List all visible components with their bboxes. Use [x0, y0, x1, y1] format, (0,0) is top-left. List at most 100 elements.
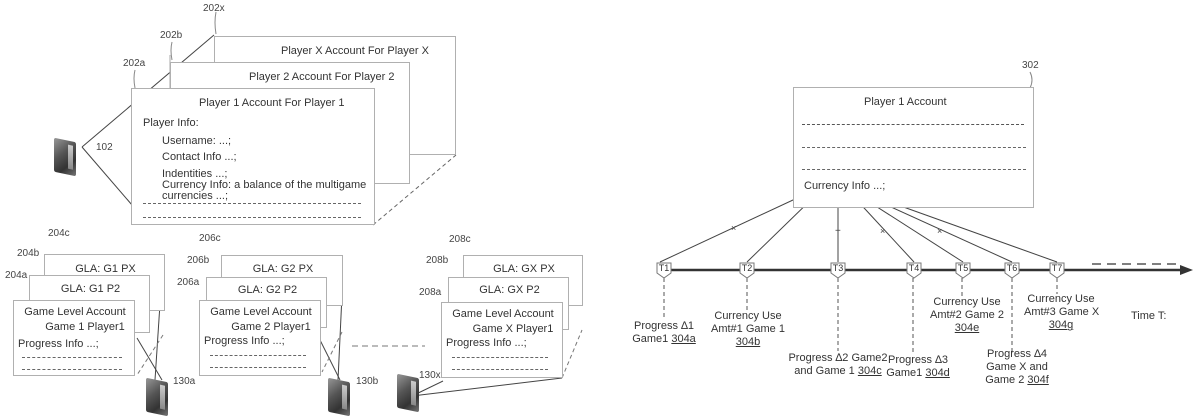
gla-game2-player1: Game Level Account Game 2 Player1 Progre… — [199, 300, 321, 376]
connector-130b — [338, 295, 342, 380]
server-icon — [146, 378, 168, 417]
event-304a: Progress ∆1 Game1 304a — [624, 320, 704, 346]
player-2-account-title: Player 2 Account For Player 2 — [249, 71, 395, 84]
gla-title: Game Level Account — [442, 308, 564, 321]
leader-202x — [215, 12, 216, 34]
event-304b: Currency Use Amt#1 Game 1 304b — [706, 310, 790, 350]
ref-202a: 202a — [123, 58, 145, 69]
event-line: Progress ∆3 — [883, 354, 953, 367]
time-marker-t7: T7 — [1049, 262, 1065, 277]
placeholder-line — [210, 355, 306, 356]
gla-subtitle: Game 2 Player1 — [210, 321, 332, 334]
placeholder-line — [452, 369, 548, 370]
ref-206b: 206b — [187, 255, 209, 266]
cross-tick: + — [835, 226, 841, 237]
ref-102: 102 — [96, 142, 113, 153]
progress-info: Progress Info ...; — [446, 337, 527, 350]
gla-g1-p2-title: GLA: G1 P2 — [30, 283, 151, 296]
ref-206a: 206a — [177, 277, 199, 288]
gla-title: Game Level Account — [200, 306, 322, 319]
gla-subtitle: Game X Player1 — [452, 323, 574, 336]
ref-130x: 130x — [419, 370, 441, 381]
gla-g2-p2-title: GLA: G2 P2 — [207, 284, 328, 297]
time-marker-t4: T4 — [906, 262, 922, 277]
placeholder-line — [143, 217, 361, 218]
ref-204b: 204b — [17, 248, 39, 259]
cross-tick: × — [731, 223, 736, 233]
time-marker-t3: T3 — [830, 262, 846, 277]
time-marker-t5: T5 — [955, 262, 971, 277]
connector-130b — [320, 340, 340, 380]
ref-202b: 202b — [160, 30, 182, 41]
event-line: Game1 — [886, 367, 922, 379]
server-icon — [328, 378, 350, 417]
ref-208c: 208c — [449, 234, 471, 245]
ref-204c: 204c — [48, 228, 70, 239]
contact-info-field: Contact Info ...; — [162, 151, 237, 164]
gla-gx-px-title: GLA: GX PX — [464, 263, 584, 276]
placeholder-line — [22, 369, 122, 370]
event-304f: Progress ∆4 Game X and Game 2 304f — [985, 348, 1049, 388]
stack-edge — [562, 330, 582, 378]
ref-208a: 208a — [419, 287, 441, 298]
event-304c: Progress ∆2 Game2 and Game 1 304c — [783, 352, 893, 378]
time-marker-t1: T1 — [656, 262, 672, 277]
player-info-label: Player Info: — [143, 117, 199, 130]
player-1-account: Player 1 Account For Player 1 Player Inf… — [131, 88, 375, 225]
ref-304d: 304d — [925, 367, 949, 379]
currency-info: Currency Info ...; — [804, 180, 885, 193]
gla-subtitle: Game 1 Player1 — [24, 321, 146, 334]
ref-302: 302 — [1022, 60, 1039, 71]
time-marker-label: T5 — [955, 263, 971, 273]
gla-gx-p2-title: GLA: GX P2 — [449, 284, 570, 297]
ref-206c: 206c — [199, 233, 221, 244]
gla-title: Game Level Account — [14, 306, 136, 319]
event-line: Currency Use — [706, 310, 790, 323]
time-axis-arrow — [1180, 265, 1193, 275]
ref-304f: 304f — [1027, 374, 1048, 386]
time-marker-label: T6 — [1004, 263, 1020, 273]
event-304e: Currency Use Amt#2 Game 2 304e — [930, 296, 1004, 336]
ref-304e: 304e — [930, 322, 1004, 335]
ref-304b: 304b — [706, 336, 790, 349]
time-marker-label: T4 — [906, 263, 922, 273]
cross-tick: × — [880, 226, 885, 236]
ref-130b: 130b — [356, 376, 378, 387]
event-304d: Progress ∆3 Game1 304d — [883, 354, 953, 380]
time-axis-label: Time T: — [1131, 310, 1166, 323]
gla-game1-player1: Game Level Account Game 1 Player1 Progre… — [13, 300, 135, 376]
placeholder-line — [802, 147, 1026, 148]
currency-info-field-cont: currencies ...; — [162, 190, 228, 203]
event-line: Amt#2 Game 2 — [930, 309, 1004, 322]
cross-tick: × — [937, 226, 942, 236]
event-line: Amt#3 Game X — [1024, 306, 1098, 319]
account-title: Player 1 Account — [864, 96, 947, 109]
player-x-account-title: Player X Account For Player X — [281, 45, 429, 58]
event-line: Progress ∆1 — [624, 320, 704, 333]
connector-102-202a — [82, 147, 132, 205]
ref-304a: 304a — [671, 333, 695, 345]
leader-202a — [134, 70, 135, 88]
ref-304g: 304g — [1024, 319, 1098, 332]
event-line: Game X and — [985, 361, 1049, 374]
player-1-account-title: Player 1 Account For Player 1 — [199, 97, 345, 110]
event-line: Currency Use — [1024, 293, 1098, 306]
time-marker-t6: T6 — [1004, 262, 1020, 277]
time-marker-label: T7 — [1049, 263, 1065, 273]
username-field: Username: ...; — [162, 135, 231, 148]
placeholder-line — [452, 357, 548, 358]
time-marker-label: T3 — [830, 263, 846, 273]
player-1-account-302: Player 1 Account Currency Info ...; — [793, 87, 1034, 208]
server-icon — [397, 374, 419, 413]
event-line: Amt#1 Game 1 — [706, 323, 790, 336]
placeholder-line — [143, 203, 361, 204]
server-icon — [54, 138, 76, 177]
leader-302 — [1030, 72, 1032, 88]
leader-202b — [171, 42, 172, 60]
progress-info: Progress Info ...; — [18, 338, 99, 351]
placeholder-line — [210, 367, 306, 368]
ref-130a: 130a — [173, 376, 195, 387]
ref-204a: 204a — [5, 270, 27, 281]
time-marker-label: T1 — [656, 263, 672, 273]
event-line: Game1 — [632, 333, 668, 345]
